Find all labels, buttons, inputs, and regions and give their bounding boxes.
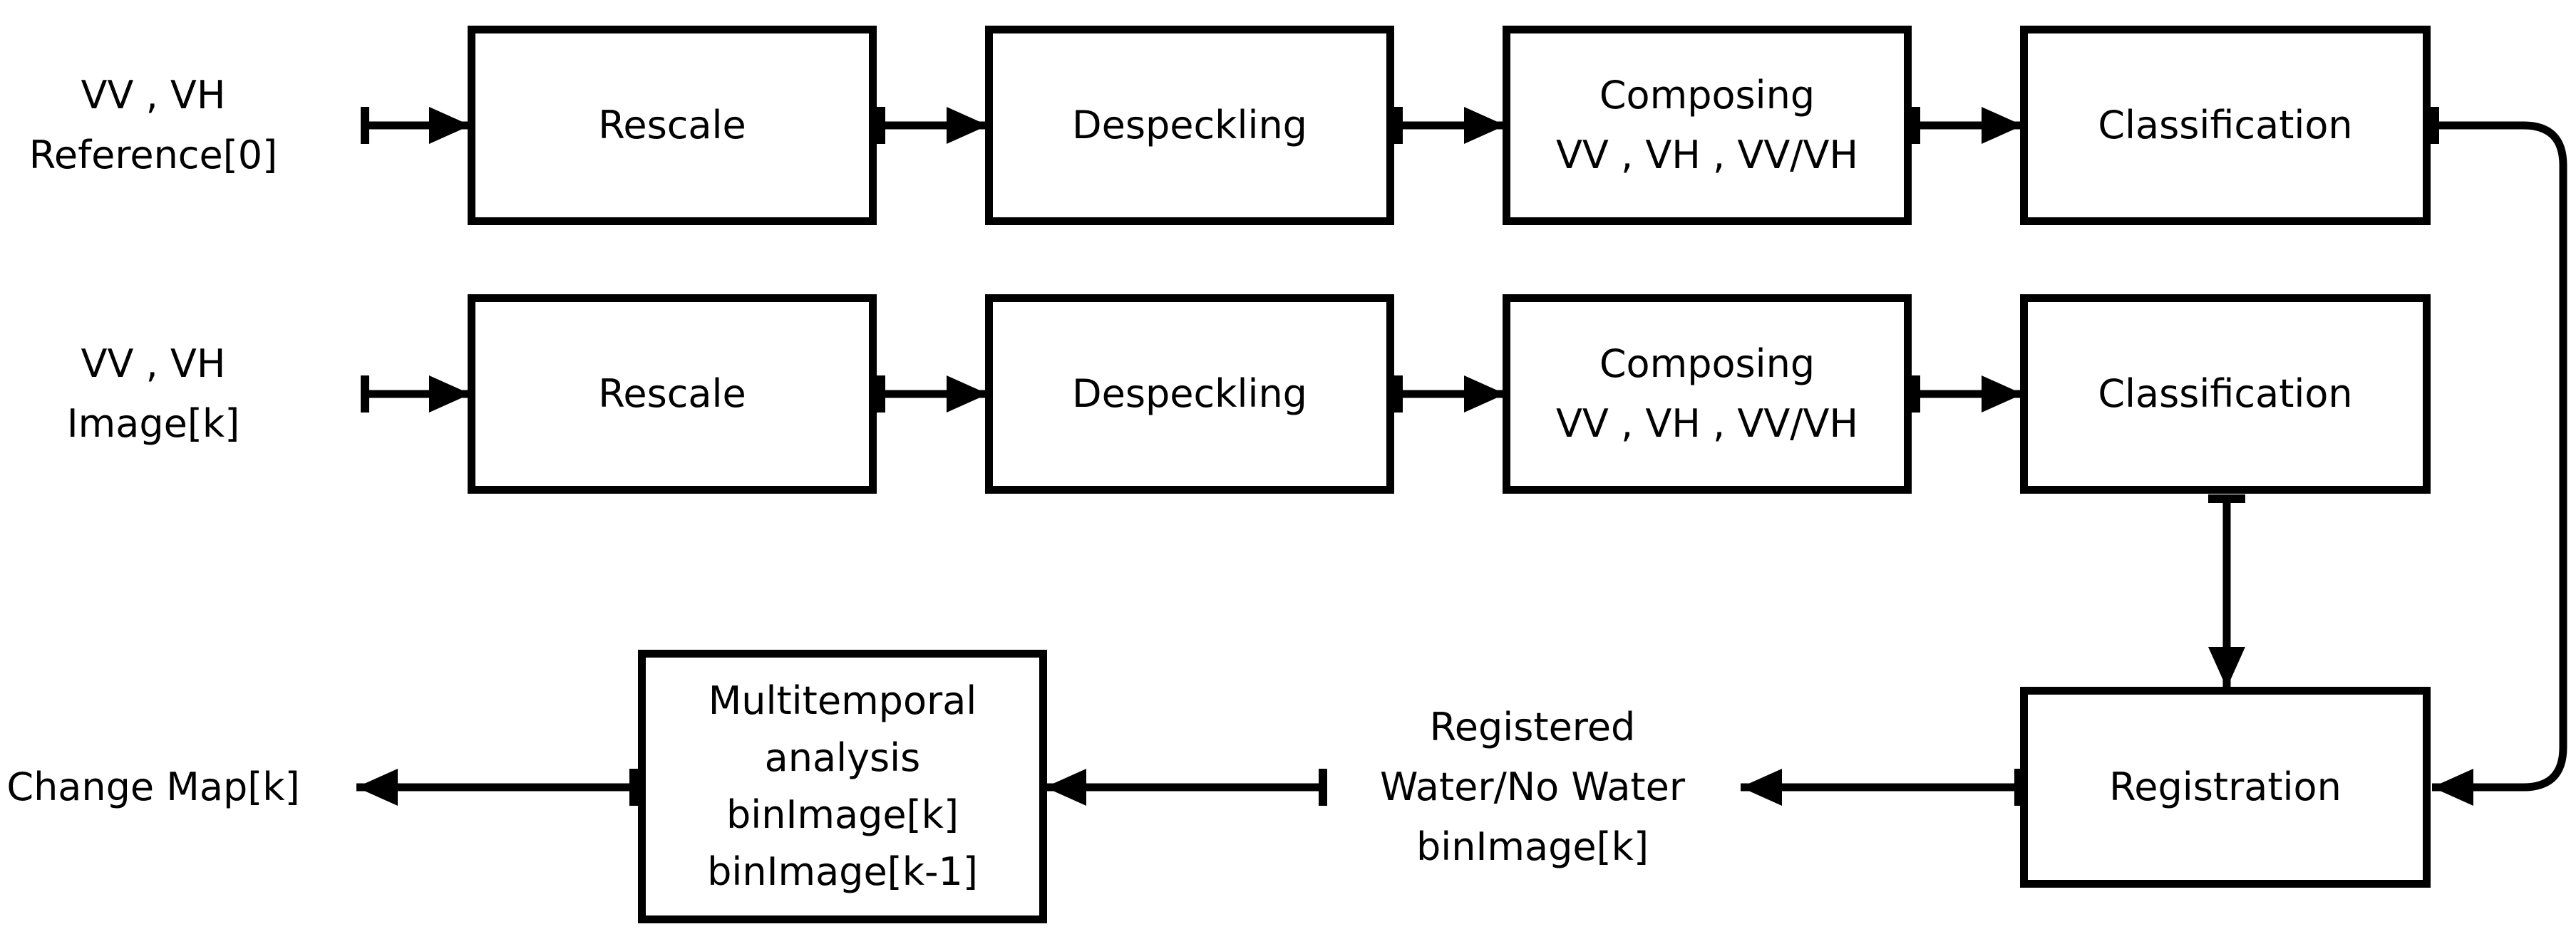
multitemporal-line-1: Multitemporal [708, 678, 977, 723]
image-despeckling-label: Despeckling [1072, 371, 1307, 416]
registered-output-line-1: Registered [1429, 705, 1636, 749]
reference-classification-label: Classification [2098, 103, 2353, 147]
reference-composing-label: Composing [1599, 73, 1815, 118]
registration-box: Registration [2020, 687, 2431, 888]
image-classification-label: Classification [2098, 371, 2353, 416]
image-rescale-label: Rescale [598, 371, 746, 416]
image-despeckling-box: Despeckling [985, 294, 1394, 494]
reference-composing-box: Composing VV , VH , VV/VH [1503, 26, 1912, 225]
image-composing-bands: VV , VH , VV/VH [1555, 401, 1859, 446]
arrow-ref-classification-to-registration [2431, 121, 2567, 806]
reference-rescale-box: Rescale [468, 26, 877, 225]
registration-label: Registration [2109, 764, 2341, 809]
image-input-line-2: Image[k] [66, 401, 240, 446]
reference-classification-box: Classification [2020, 26, 2431, 225]
change-map-text: Change Map[k] [6, 764, 300, 809]
registered-output-line-2: Water/No Water [1379, 764, 1686, 809]
image-input-line-1: VV , VH [81, 341, 226, 386]
reference-composing-bands: VV , VH , VV/VH [1555, 133, 1859, 177]
image-composing-box: Composing VV , VH , VV/VH [1503, 294, 1912, 494]
registered-output-label: Registered Water/No Water binImage[k] [1340, 698, 1725, 876]
multitemporal-analysis-box: Multitemporal analysis binImage[k] binIm… [638, 650, 1047, 923]
reference-despeckling-box: Despeckling [985, 26, 1394, 225]
multitemporal-line-4: binImage[k-1] [707, 849, 978, 894]
change-map-label: Change Map[k] [0, 757, 306, 818]
reference-despeckling-label: Despeckling [1072, 103, 1307, 147]
reference-rescale-label: Rescale [598, 103, 746, 147]
image-classification-box: Classification [2020, 294, 2431, 494]
reference-input-line-2: Reference[0] [29, 133, 278, 177]
registered-output-line-3: binImage[k] [1416, 824, 1649, 869]
multitemporal-line-2: analysis [764, 735, 921, 780]
image-input-label: VV , VH Image[k] [0, 337, 306, 451]
multitemporal-line-3: binImage[k] [726, 792, 959, 837]
image-rescale-box: Rescale [468, 294, 877, 494]
reference-input-line-1: VV , VH [81, 73, 226, 118]
image-composing-label: Composing [1599, 341, 1815, 386]
reference-input-label: VV , VH Reference[0] [0, 68, 306, 182]
